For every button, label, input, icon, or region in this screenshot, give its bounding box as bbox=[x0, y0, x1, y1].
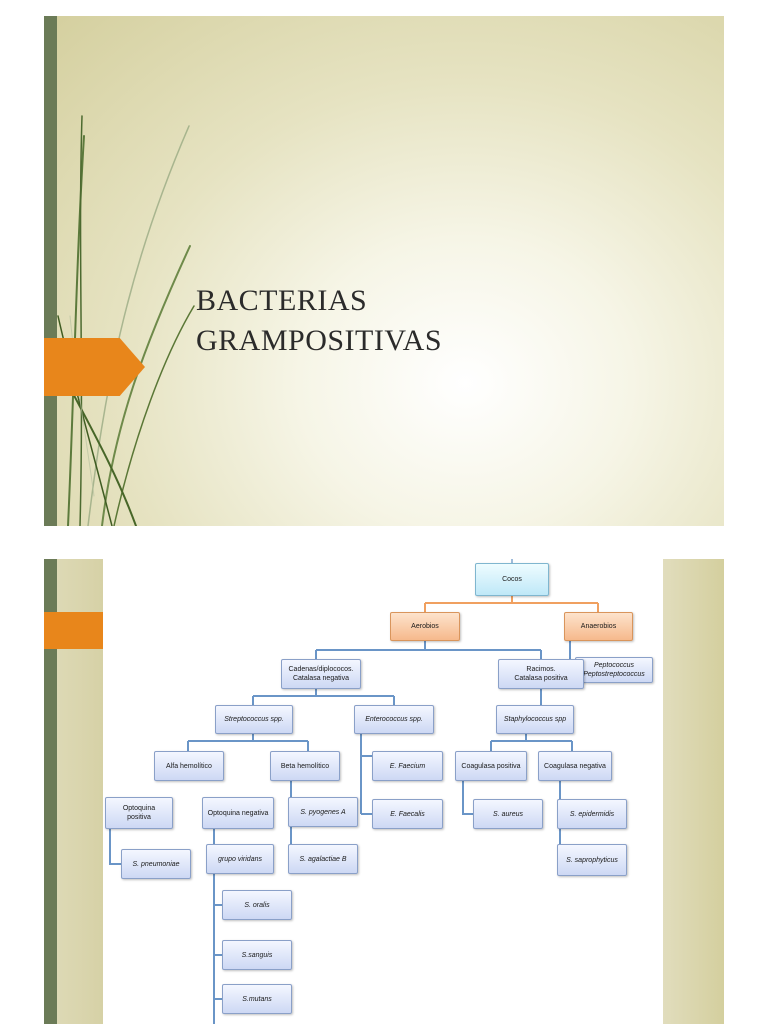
node-coagulasa-negativa: Coagulasa negativa bbox=[538, 751, 612, 781]
node-grupo-viridans: grupo viridans bbox=[206, 844, 274, 874]
node-coagulasa-positiva: Coagulasa positiva bbox=[455, 751, 527, 781]
node-e-faecium: E. Faecium bbox=[372, 751, 443, 781]
node-aerobios: Aerobios bbox=[390, 612, 460, 641]
node-s-mutans: S.mutans bbox=[222, 984, 292, 1014]
node-optoquina-positiva: Optoquina positiva bbox=[105, 797, 173, 829]
node-cadenas-catalasa-negativa: Cadenas/diplococos. Catalasa negativa bbox=[281, 659, 361, 689]
node-racimos-catalasa-positiva: Racimos. Catalasa positiva bbox=[498, 659, 584, 689]
node-cocos: Cocos bbox=[475, 563, 549, 596]
title-slide: BACTERIAS GRAMPOSITIVAS bbox=[44, 16, 724, 526]
slide-title-line-2: GRAMPOSITIVAS bbox=[196, 324, 443, 357]
node-s-saprophyticus: S. saprophyticus bbox=[557, 844, 627, 876]
node-optoquina-negativa: Optoquina negativa bbox=[202, 797, 274, 829]
orange-arrow-marker bbox=[44, 612, 103, 649]
node-s-pyogenes: S. pyogenes A bbox=[288, 797, 358, 827]
node-s-agalactiae: S. agalactiae B bbox=[288, 844, 358, 874]
right-accent-panel bbox=[663, 559, 724, 1024]
node-staphylococcus: Staphylococcus spp bbox=[496, 705, 574, 734]
decorative-swirl-lines bbox=[57, 115, 195, 526]
node-streptococcus: Streptococcus spp. bbox=[215, 705, 293, 734]
node-s-epidermidis: S. epidermidis bbox=[557, 799, 627, 829]
left-accent-bar bbox=[44, 16, 57, 526]
node-s-aureus: S. aureus bbox=[473, 799, 543, 829]
node-s-pneumoniae: S. pneumoniae bbox=[121, 849, 191, 879]
slide-title-line-1: BACTERIAS bbox=[196, 284, 368, 317]
slide-title: BACTERIAS GRAMPOSITIVAS bbox=[196, 281, 442, 361]
node-anaerobios: Anaerobios bbox=[564, 612, 633, 641]
node-enterococcus: Enterococcus spp. bbox=[354, 705, 434, 734]
node-beta-hemolitico: Beta hemolítico bbox=[270, 751, 340, 781]
node-s-oralis: S. oralis bbox=[222, 890, 292, 920]
node-s-sanguis: S.sanguis bbox=[222, 940, 292, 970]
diagram-slide: Cocos Aerobios Anaerobios Peptococcus Pe… bbox=[44, 559, 724, 1024]
node-alfa-hemolitico: Alfa hemolítico bbox=[154, 751, 224, 781]
node-e-faecalis: E. Faecalis bbox=[372, 799, 443, 829]
node-peptococcus: Peptococcus Peptostreptococcus bbox=[575, 657, 653, 683]
